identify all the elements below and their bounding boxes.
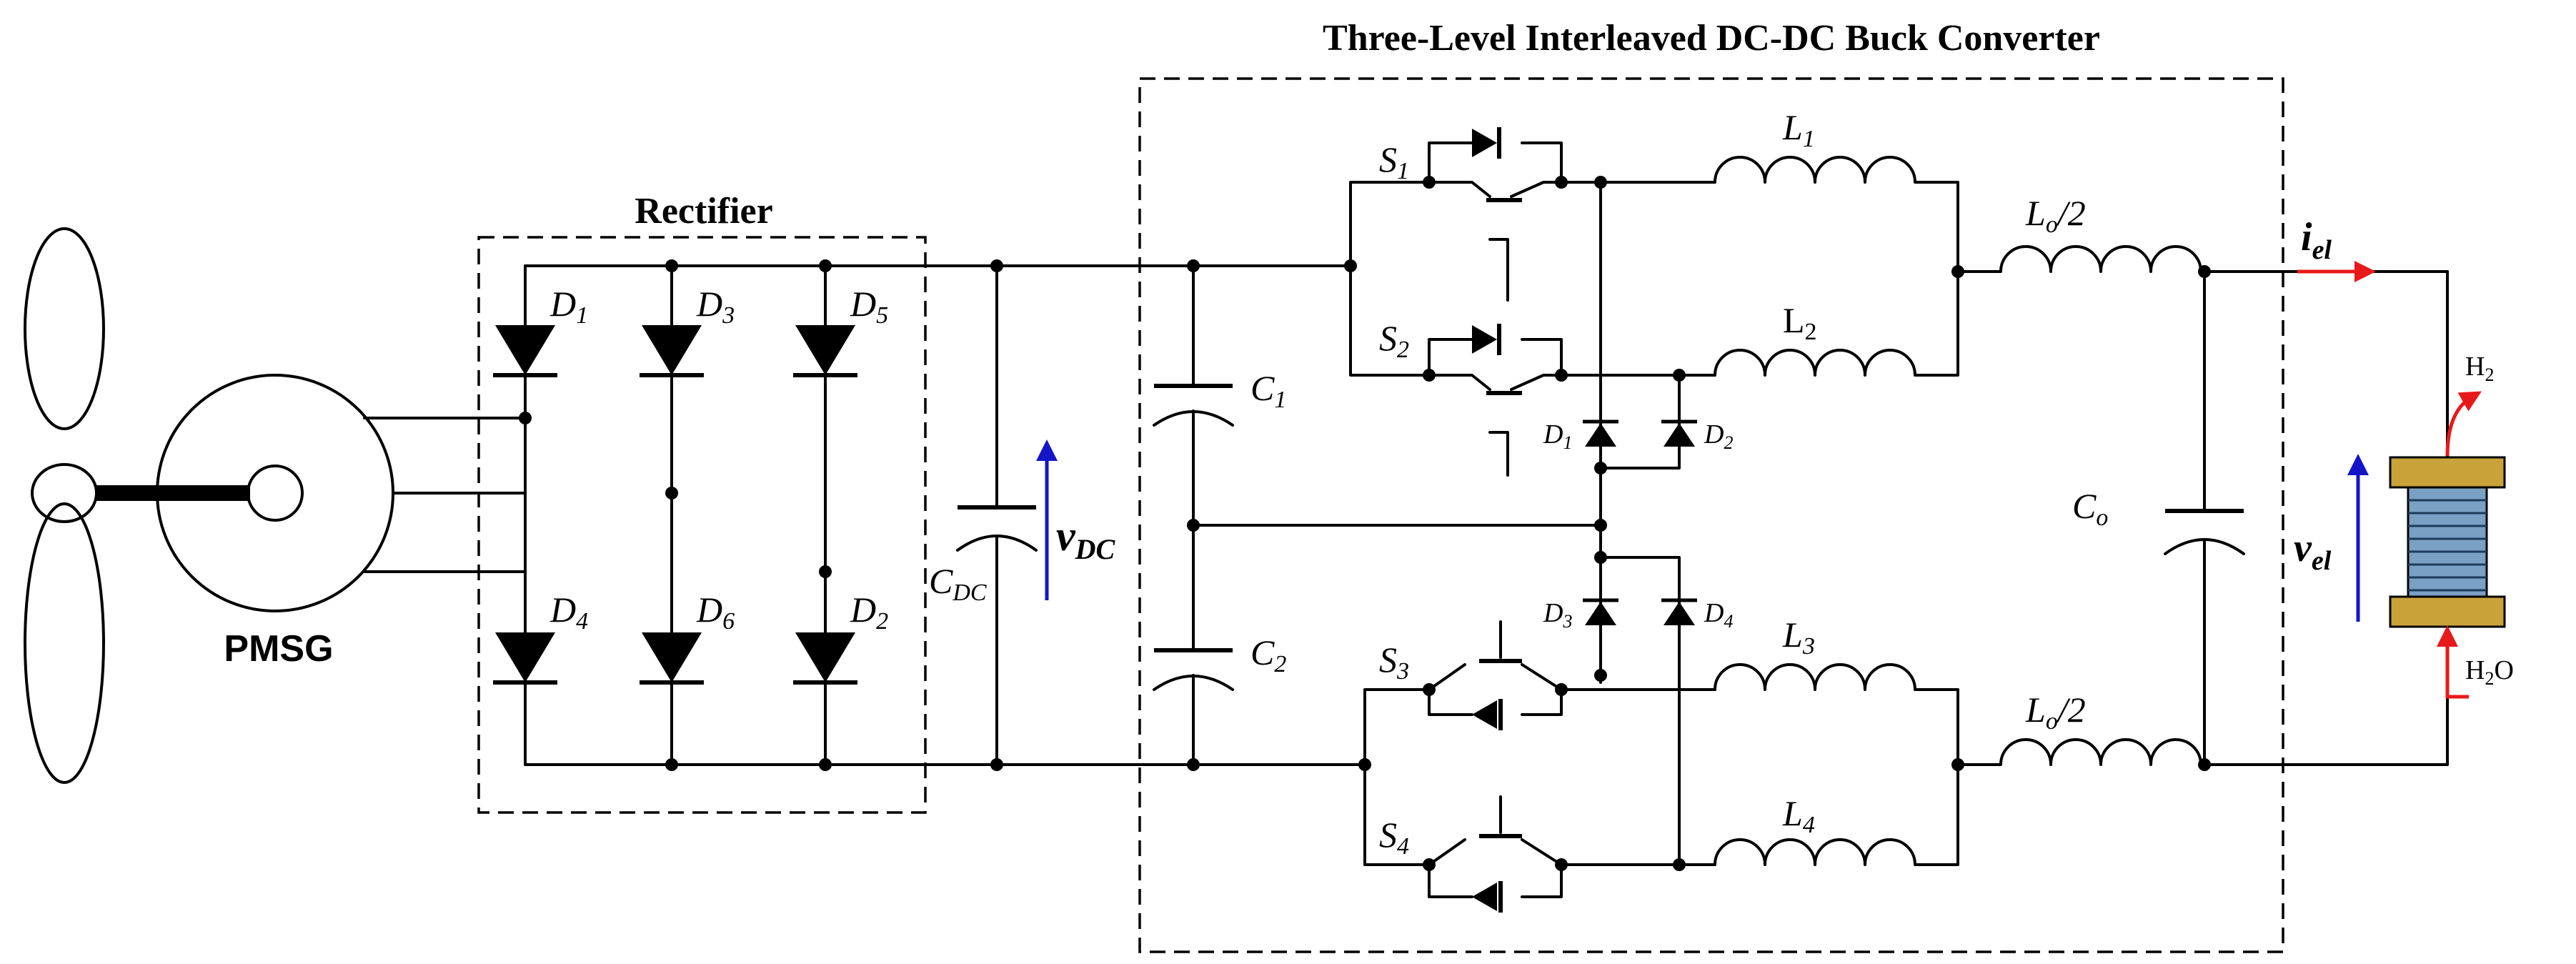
label-h2: H2 [2465,352,2494,385]
label-d5: D5 [850,284,888,329]
converter-title: Three-Level Interleaved DC-DC Buck Conve… [1323,18,2100,59]
switch-s4-icon [1423,795,1568,913]
diode-d2-icon [793,632,857,685]
generator-label: PMSG [224,628,333,670]
label-clamp-d2: D2 [1704,419,1733,453]
label-clamp-d3: D3 [1543,598,1572,632]
label-d2: D2 [850,590,888,635]
output-capacitor-icon [2164,265,2245,771]
label-s4: S4 [1379,815,1409,860]
label-h2o: H2O [2465,655,2514,689]
label-lo-bot: Lo/2 [2025,690,2086,735]
dc-link-capacitor-icon [956,259,1038,771]
label-clamp-d1: D1 [1543,419,1572,453]
label-iel: iel [2301,215,2332,265]
label-s3: S3 [1379,640,1409,685]
label-s1: S1 [1379,139,1409,184]
diode-d3-icon [640,325,704,377]
diode-d4-icon [493,632,557,685]
h2o-arrow [2437,625,2469,699]
label-cdc: CDC [929,561,987,606]
clamp-network [1560,176,1716,871]
label-clamp-d4: D4 [1704,598,1733,632]
pmsg-generator-icon [156,374,527,612]
label-vel: vel [2294,526,2332,576]
label-d3: D3 [696,284,735,329]
label-c2: C2 [1250,632,1286,677]
label-l3: L3 [1782,615,1815,660]
diode-d5-icon [793,325,857,377]
label-d1: D1 [549,284,588,329]
label-s2: S2 [1379,318,1409,363]
rectifier-label: Rectifier [635,191,772,232]
bottom-bus [1363,688,1431,866]
label-d4: D4 [549,590,588,635]
switch-s2-icon [1423,324,1568,477]
rectifier-junctions [519,259,832,771]
label-l2: L2 [1783,300,1817,345]
label-l4: L4 [1782,793,1815,838]
label-co: Co [2072,486,2108,531]
phase-inductors [1714,156,1964,866]
rectifier-diodes [493,325,857,685]
rectifier-box [477,236,927,814]
label-l1: L1 [1782,107,1815,152]
wind-turbine-icon [24,227,250,784]
h2-arrow [2445,391,2482,457]
output-inductors [1956,245,2449,766]
top-bus [1349,181,1431,377]
label-lo-top: Lo/2 [2025,193,2086,238]
converter-box [1138,77,2284,953]
diode-d1-icon [493,325,557,377]
switch-s1-icon [1423,127,1568,302]
diode-d6-icon [640,632,704,685]
switch-s3-icon [1423,620,1568,730]
split-capacitors [1153,259,1602,771]
label-c1: C1 [1250,368,1286,413]
label-vdc: vDC [1056,512,1116,565]
label-d6: D6 [696,590,735,635]
